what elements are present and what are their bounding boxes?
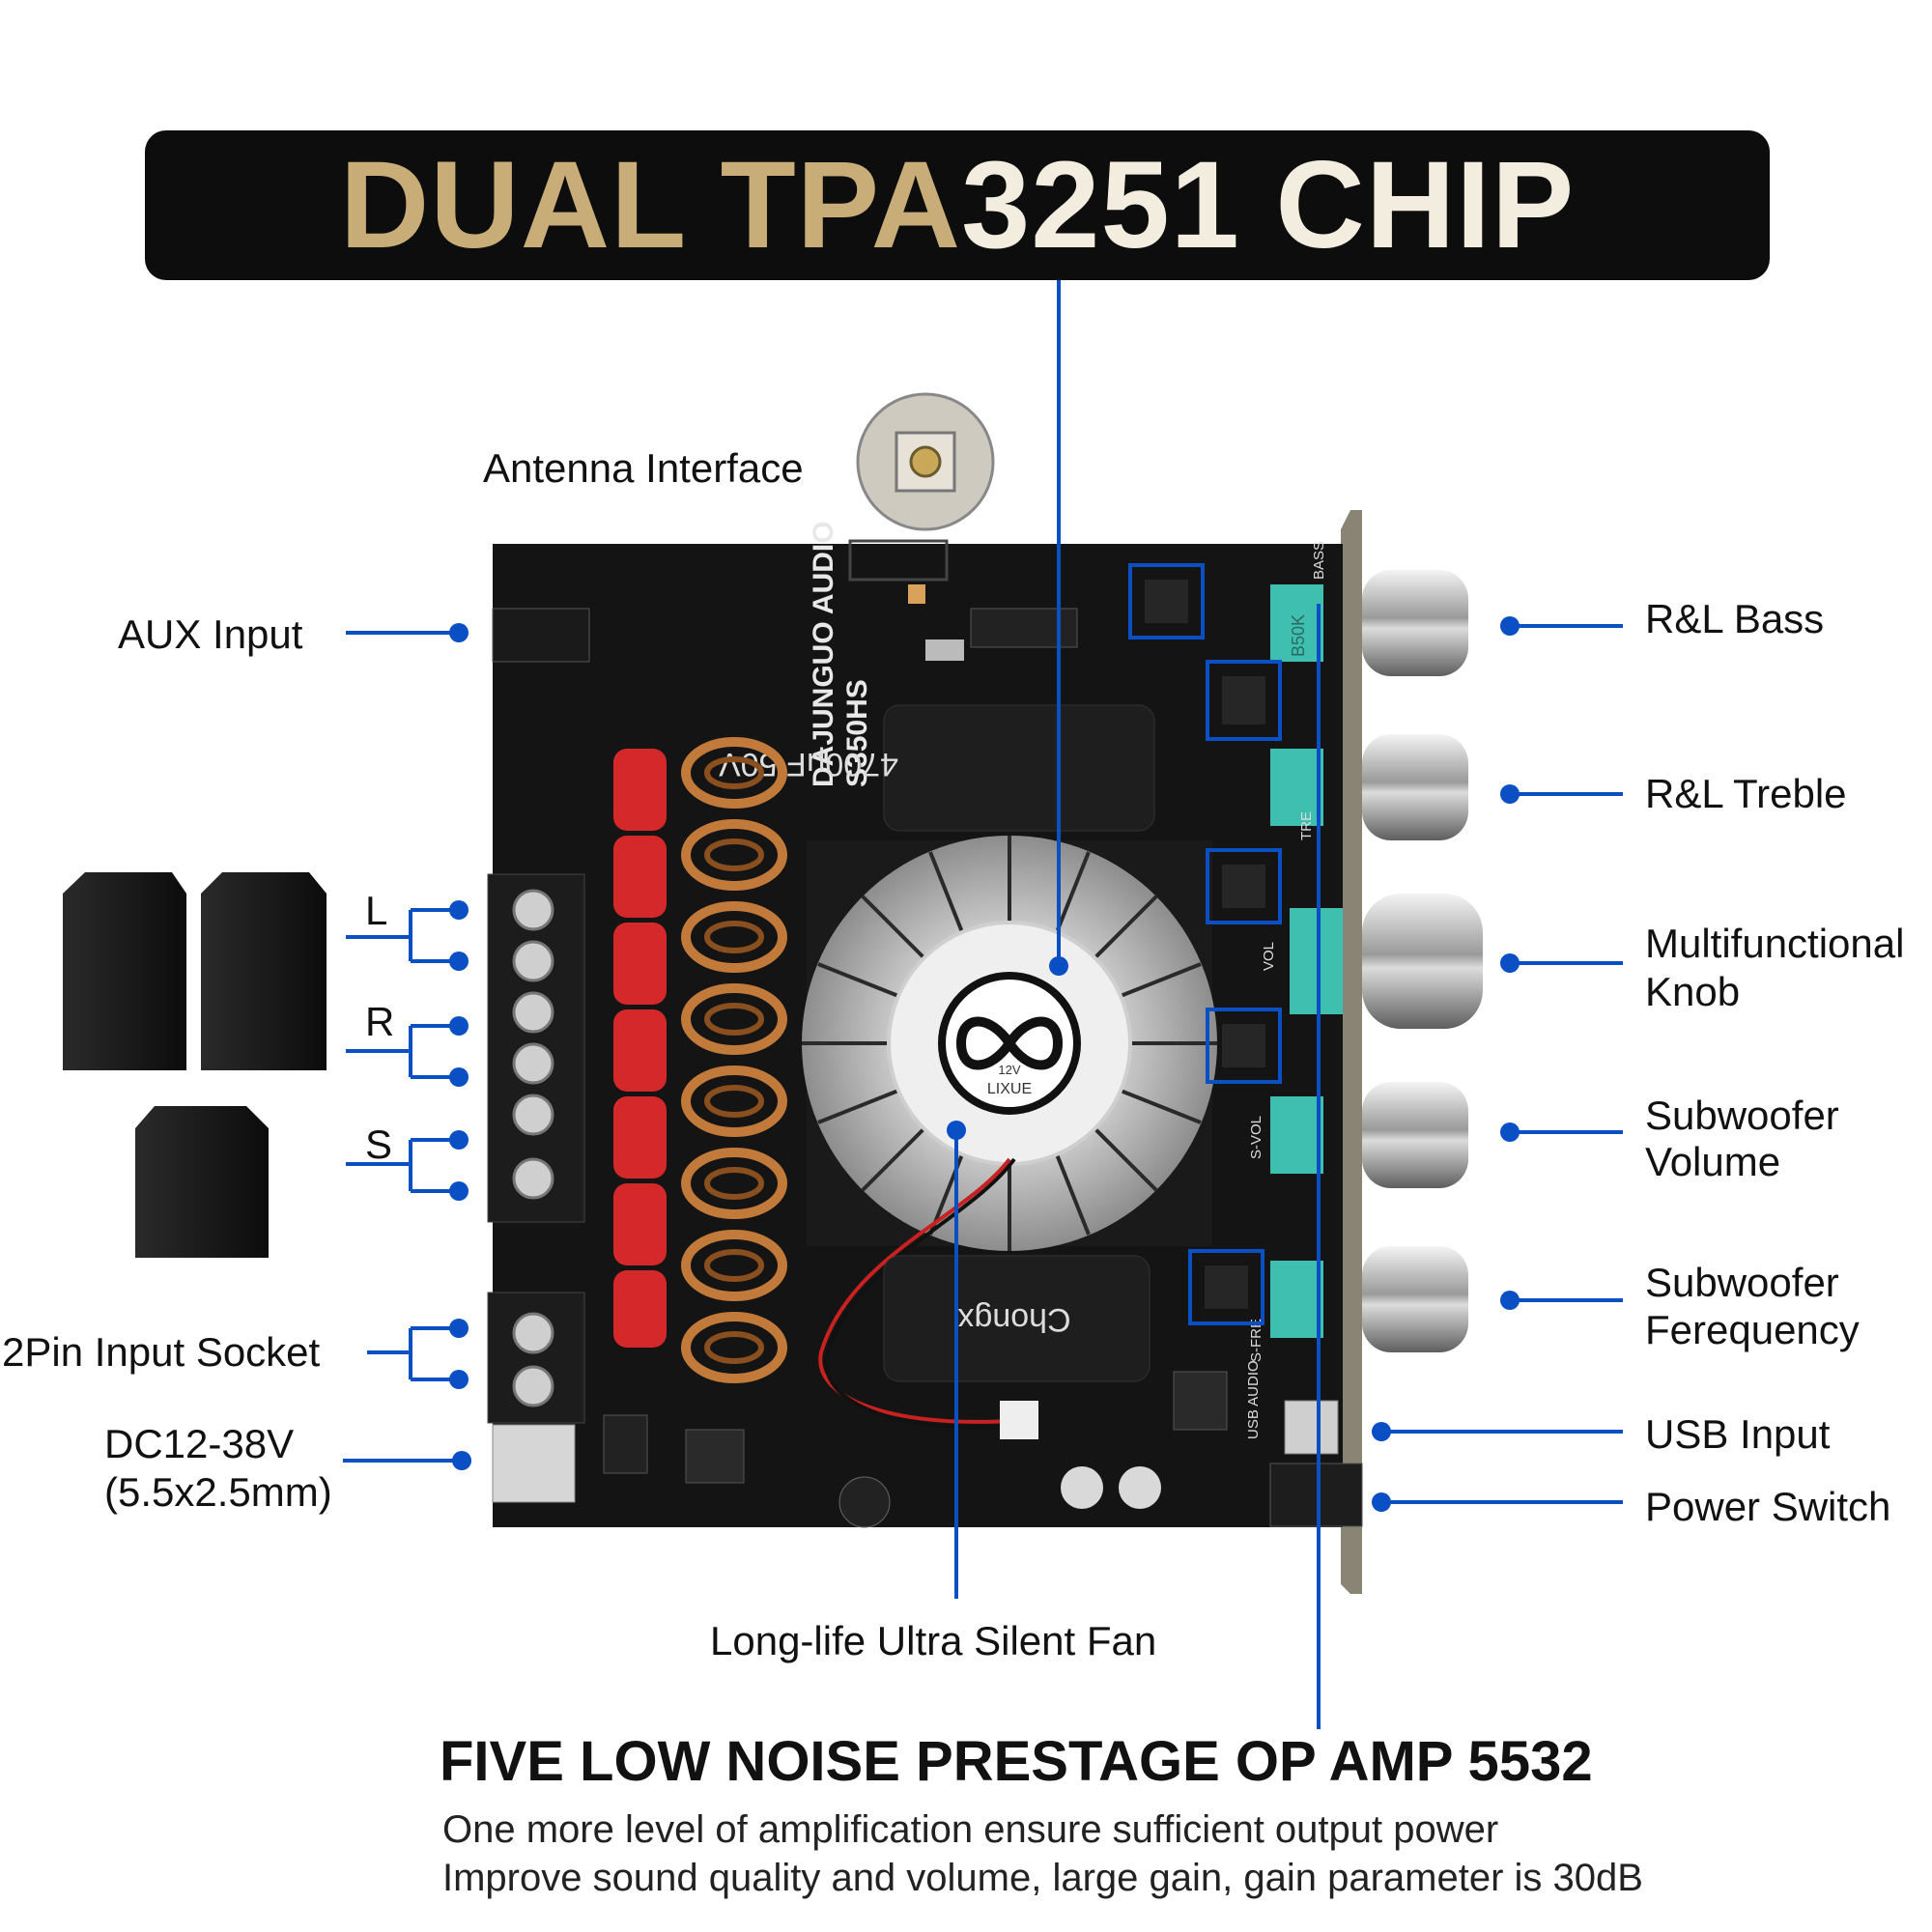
small-cap: [838, 1476, 891, 1528]
label-usb-input: USB Input: [1645, 1411, 1831, 1457]
knob-label-sfre: S-FRE: [1248, 1319, 1264, 1362]
ic-chip: [970, 608, 1078, 648]
antenna-connector: [895, 431, 956, 493]
label-subwoofer-frequency-1: Subwoofer: [1645, 1260, 1839, 1305]
speaker-icons: [63, 872, 327, 1258]
footer-line-2: Improve sound quality and volume, large …: [442, 1857, 1643, 1899]
label-subwoofer-volume-1: Subwoofer: [1645, 1093, 1839, 1138]
red-capacitor: [613, 1096, 667, 1179]
capacitor-bottom: [883, 1255, 1151, 1382]
banner-title-part1: DUAL TPA: [339, 136, 962, 274]
knob-label-bass: BASS: [1311, 541, 1327, 580]
callout-lines: [343, 280, 1623, 1729]
red-capacitor: [613, 749, 667, 831]
label-l: L: [365, 888, 388, 933]
red-capacitor: [613, 836, 667, 918]
crystal: [925, 639, 964, 661]
label-subwoofer-frequency-2: Ferequency: [1645, 1307, 1860, 1352]
fan-connector: [1000, 1401, 1038, 1439]
led: [908, 584, 925, 604]
label-rl-bass: R&L Bass: [1645, 596, 1825, 641]
fan-logo-icon: [955, 1016, 1064, 1070]
label-rl-treble: R&L Treble: [1645, 771, 1847, 816]
label-r: R: [365, 999, 395, 1044]
regulator: [685, 1429, 745, 1484]
pcb-antenna-trace: [848, 539, 949, 582]
speaker-sub-icon: [135, 1106, 269, 1258]
label-s: S: [365, 1122, 393, 1167]
fan-voltage: 12V: [998, 1063, 1020, 1077]
side-panel: [1341, 510, 1362, 1594]
fan-wire-black: [824, 1157, 1025, 1430]
label-multifunctional: Multifunctional: [1645, 921, 1905, 966]
knob-label-vol: VOL: [1261, 942, 1277, 971]
banner-title-part2: 3251 CHIP: [961, 136, 1576, 274]
capacitor-top-label: 4700μF 50V: [719, 746, 898, 782]
usb-audio-label: USB AUDIO: [1245, 1360, 1262, 1439]
pot-marking: B50K: [1289, 614, 1308, 657]
pcb-brand-text: DAJUNGUO AUDIO: [808, 521, 839, 787]
dc-jack: [492, 1424, 576, 1503]
label-dc-voltage: DC12-38V: [104, 1421, 295, 1466]
heatsink-fins: [802, 836, 1217, 1251]
capacitor-bottom-label: Chongx: [957, 1301, 1070, 1338]
label-2pin-input-socket: 2Pin Input Socket: [2, 1329, 321, 1375]
label-dc-size: (5.5x2.5mm): [104, 1469, 332, 1515]
speaker-right-icon: [201, 872, 327, 1070]
label-aux-input: AUX Input: [118, 611, 303, 657]
terminal-screws: [512, 889, 554, 1200]
fan-wire-red: [818, 1157, 1025, 1424]
title-banner: [145, 130, 1770, 280]
label-fan: Long-life Ultra Silent Fan: [710, 1618, 1157, 1663]
label-knob: Knob: [1645, 969, 1741, 1014]
antenna-pin: [909, 445, 942, 478]
power-switch: [1269, 1463, 1363, 1527]
knob-label-treble: TRE: [1298, 811, 1315, 840]
red-capacitor: [613, 1009, 667, 1092]
smd-cap: [1061, 1466, 1103, 1509]
regulator: [1173, 1371, 1228, 1431]
capacitor-top: [883, 704, 1155, 832]
toroid-inductors: [681, 737, 787, 1383]
footer-line-1: One more level of amplification ensure s…: [442, 1808, 1499, 1851]
label-power-switch: Power Switch: [1645, 1484, 1891, 1529]
aux-jack: [492, 608, 590, 663]
red-capacitor: [613, 1270, 667, 1348]
diode: [603, 1414, 648, 1474]
knob-label-svol: S-VOL: [1248, 1116, 1264, 1159]
output-filter: [613, 749, 667, 1348]
label-subwoofer-volume-2: Volume: [1645, 1139, 1781, 1184]
label-antenna-interface: Antenna Interface: [483, 445, 804, 491]
callout-dots: [449, 616, 1520, 1512]
usb-port: [1284, 1400, 1339, 1455]
potentiometers: [1270, 584, 1343, 1338]
footer-heading: FIVE LOW NOISE PRESTAGE OP AMP 5532: [440, 1730, 1593, 1793]
red-capacitor: [613, 923, 667, 1005]
pcb-model-text: S350HS: [841, 679, 873, 787]
op-amp-chips: [1128, 563, 1282, 1325]
smd-cap: [1119, 1466, 1161, 1509]
socket-screws: [512, 1312, 554, 1407]
fan-brand: LIXUE: [987, 1081, 1032, 1097]
red-capacitor: [613, 1183, 667, 1265]
knobs: [1362, 570, 1483, 1352]
speaker-left-icon: [63, 872, 186, 1070]
